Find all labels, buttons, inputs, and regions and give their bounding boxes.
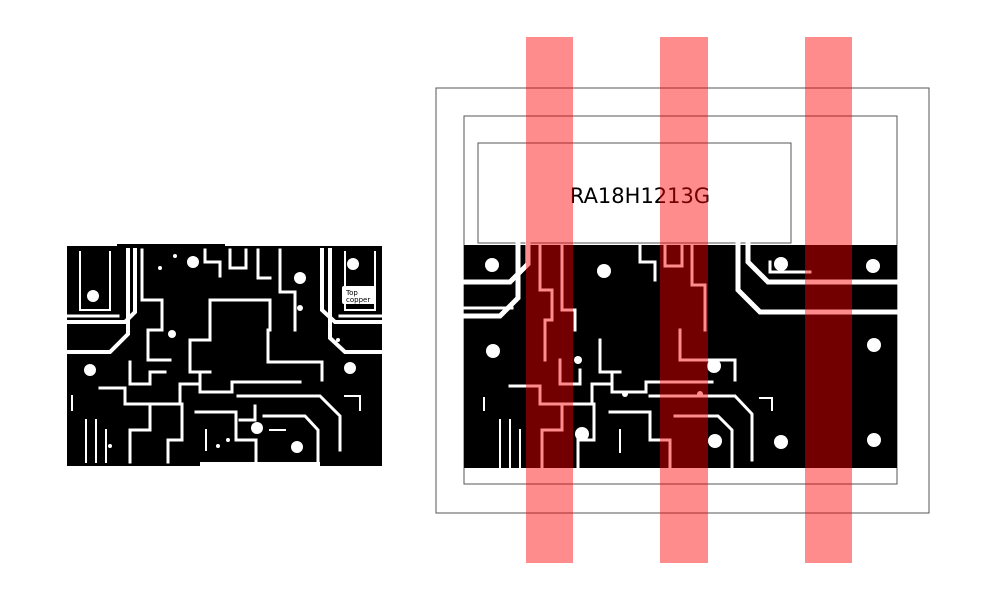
left-board-holes	[84, 254, 359, 453]
left-board-label-tag	[342, 286, 376, 304]
highlight-column-3	[805, 37, 852, 563]
right-board-traces	[461, 242, 900, 470]
module-label: RA18H1213G	[570, 184, 710, 208]
right-layout: RA18H1213G	[435, 37, 930, 563]
left-board-label-copper: copper	[346, 296, 370, 304]
left-pcb-board: Top copper	[65, 244, 384, 466]
highlight-columns	[526, 37, 852, 563]
module-footprint-outline	[477, 142, 792, 244]
highlight-column-1	[526, 37, 573, 563]
left-board-label-top: Top	[345, 289, 358, 297]
left-board-traces	[65, 248, 384, 464]
right-board-holes	[485, 257, 881, 449]
outer-outline	[435, 87, 930, 514]
highlight-column-2	[660, 37, 708, 563]
left-board-copper	[67, 244, 382, 466]
